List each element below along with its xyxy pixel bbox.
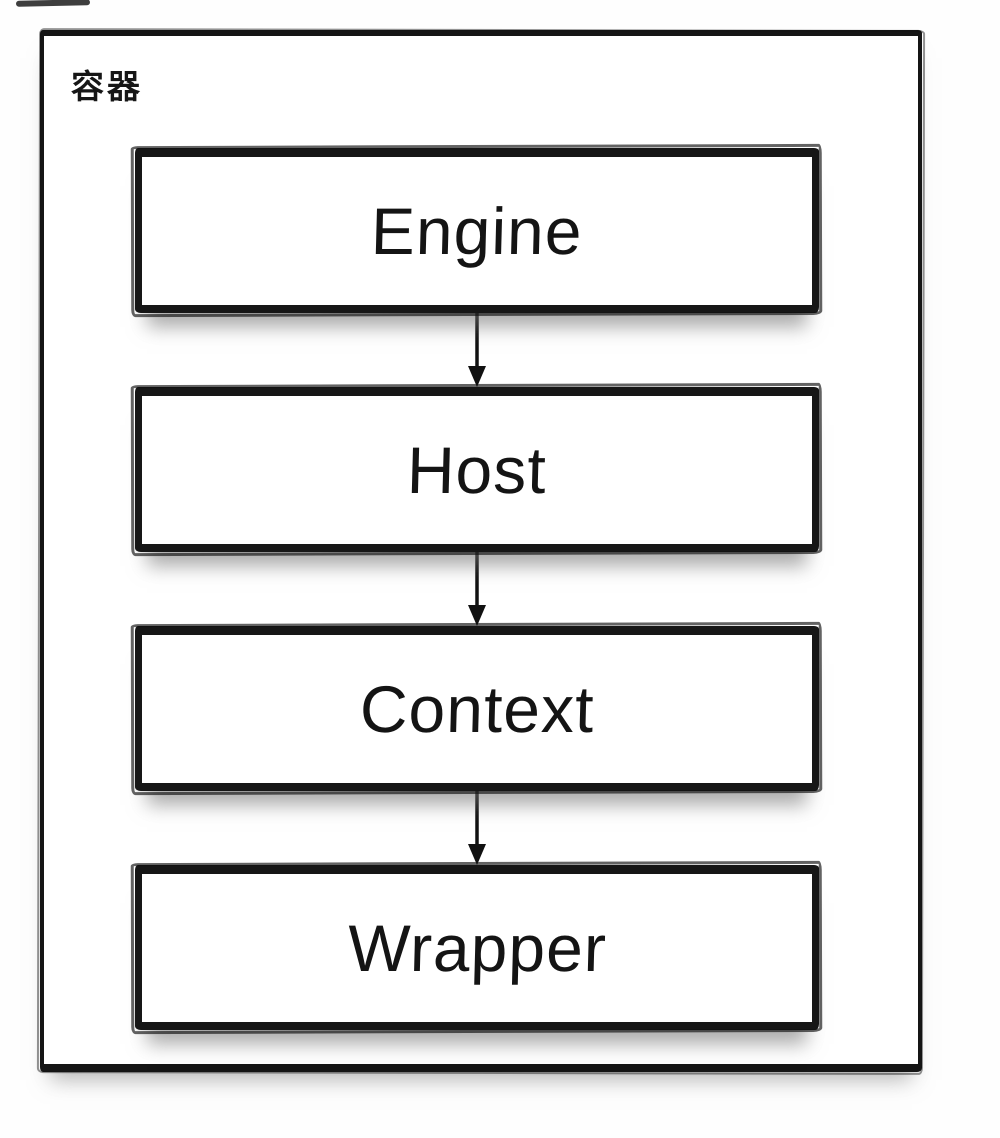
edge-engine-host xyxy=(135,313,819,387)
down-arrow-icon xyxy=(468,791,486,865)
down-arrow-icon xyxy=(468,313,486,387)
edge-context-wrapper xyxy=(135,791,819,865)
node-stack: Engine Host Context xyxy=(135,148,819,1030)
node-wrapper-label: Wrapper xyxy=(346,911,608,985)
node-host-label: Host xyxy=(406,433,548,507)
edge-host-context xyxy=(135,552,819,626)
node-engine-label: Engine xyxy=(370,194,584,268)
node-context: Context xyxy=(135,626,819,791)
ink-smudge-artifact xyxy=(15,0,91,7)
node-engine: Engine xyxy=(135,148,819,313)
node-context-label: Context xyxy=(358,672,596,746)
down-arrow-icon xyxy=(468,552,486,626)
container-label: 容器 xyxy=(71,68,143,105)
node-wrapper: Wrapper xyxy=(135,865,819,1030)
node-host: Host xyxy=(135,387,819,552)
container-box: 容器 Engine Host Context xyxy=(40,30,922,1072)
